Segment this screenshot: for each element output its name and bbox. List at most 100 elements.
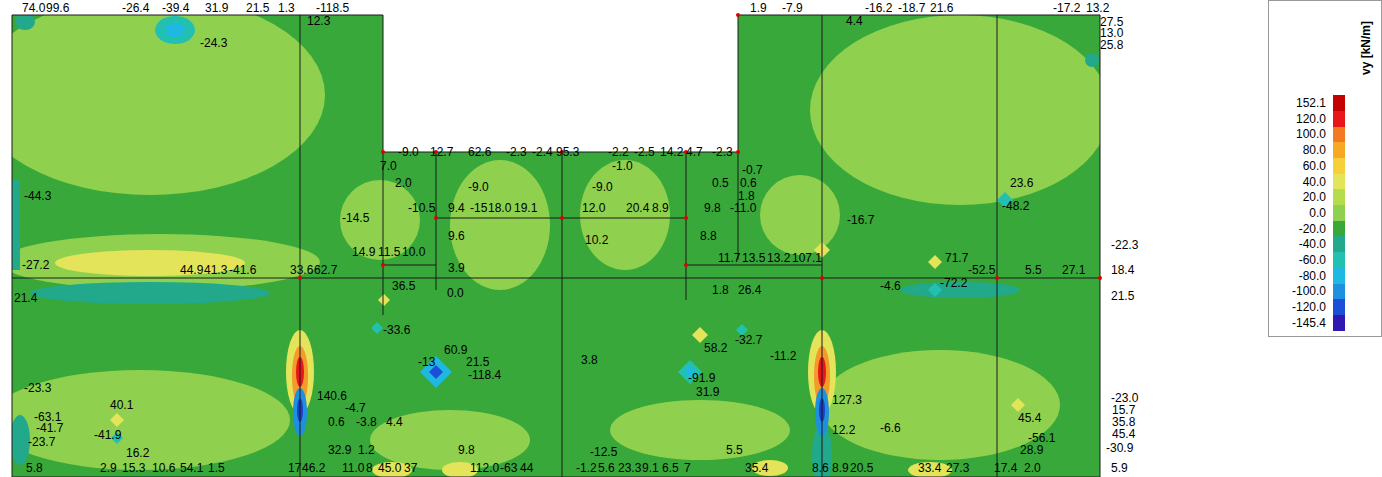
value-label: 4.4 [386, 415, 403, 429]
legend-value: -60.0 [1276, 253, 1326, 267]
value-label: 14.2 [660, 145, 683, 159]
legend-value: 120.0 [1276, 112, 1326, 126]
contour-band [908, 462, 952, 477]
value-label: 31.9 [205, 1, 228, 15]
value-label: -6.6 [880, 421, 901, 435]
value-label: 0.6 [328, 415, 345, 429]
value-label: -1.2 [576, 461, 597, 475]
value-label: -41.9 [94, 428, 121, 442]
value-label: 4.7 [686, 145, 703, 159]
value-label: -10.5 [408, 201, 435, 215]
value-label: 44.9 [180, 263, 203, 277]
value-label: 1.8 [712, 283, 729, 297]
legend-value: -100.0 [1276, 284, 1326, 298]
contour-peak [928, 283, 942, 297]
value-label: -7.9 [782, 1, 803, 15]
value-label: -9.0 [468, 180, 489, 194]
value-label: 21.5 [466, 355, 489, 369]
value-label: 40.1 [110, 398, 133, 412]
value-label: -12.5 [590, 445, 617, 459]
legend-title: vy [kN/m] [1359, 21, 1373, 75]
value-label: -18.7 [898, 1, 925, 15]
contour-peak [1011, 398, 1025, 412]
value-label: -4.6 [880, 279, 901, 293]
legend-swatch [1333, 189, 1345, 205]
value-label: -56.1 [1028, 431, 1055, 445]
value-label: 1.9 [750, 1, 767, 15]
value-label: 17.4 [994, 461, 1017, 475]
legend-value: 60.0 [1276, 159, 1326, 173]
contour-band [610, 400, 790, 460]
value-label: -30.9 [1106, 441, 1133, 455]
value-label: -16.7 [847, 213, 874, 227]
value-label: 8 [366, 461, 373, 475]
value-label: -9.0 [398, 145, 419, 159]
value-label: 0.5 [712, 176, 729, 190]
value-label: -2.4 [532, 145, 553, 159]
value-label: 10.0 [402, 245, 425, 259]
contour-peak [378, 294, 390, 306]
value-label: 14.9 [352, 245, 375, 259]
value-label: 1.3 [278, 1, 295, 15]
value-label: 28.9 [1020, 443, 1043, 457]
value-label: 36.5 [392, 279, 415, 293]
legend-value: -120.0 [1276, 300, 1326, 314]
value-label: -11.2 [770, 349, 796, 363]
value-label: 23.6 [1010, 176, 1033, 190]
value-label: 13.2 [767, 251, 790, 265]
value-label: 35.4 [745, 461, 768, 475]
value-label: 9.1 [642, 461, 659, 475]
contour-peak [165, 23, 185, 37]
value-label: -22.3 [1111, 238, 1138, 252]
value-label: 9.4 [448, 201, 465, 215]
contour-peak [110, 413, 124, 427]
contour-band [580, 160, 670, 270]
value-label: 0.0 [447, 286, 464, 300]
value-label: -2.5 [634, 145, 655, 159]
value-label: -72.2 [940, 276, 967, 290]
legend-swatch [1333, 236, 1345, 252]
legend-value: 20.0 [1276, 190, 1326, 204]
contour-band [10, 415, 30, 465]
wall-line [383, 152, 384, 315]
legend-swatch [1333, 284, 1345, 300]
value-label: 18.0 [488, 201, 511, 215]
legend-swatch [1333, 299, 1345, 315]
value-label: 45.4 [1112, 427, 1135, 441]
value-label: 13.0 [1100, 26, 1123, 40]
legend-value: -40.0 [1276, 237, 1326, 251]
value-label: 62.7 [314, 263, 337, 277]
value-label: 32.9 [328, 443, 351, 457]
contour-band [810, 15, 1110, 205]
contour-band [760, 175, 840, 255]
value-label: -14.5 [342, 211, 369, 225]
legend-swatch [1333, 95, 1345, 111]
value-label: -0.7 [742, 163, 763, 177]
value-label: -2.3 [712, 145, 733, 159]
value-label: 5.5 [1025, 263, 1042, 277]
value-label: -17.2 [1053, 1, 1080, 15]
contour-band [0, 370, 290, 470]
value-label: -3.8 [356, 415, 377, 429]
wall-line [12, 278, 1100, 279]
legend-value: 152.1 [1276, 96, 1326, 110]
value-label: 4.4 [846, 14, 863, 28]
value-label: -32.7 [735, 333, 762, 347]
legend-swatch [1333, 127, 1345, 143]
value-label: -27.2 [22, 258, 49, 272]
legend-value: -145.4 [1276, 316, 1326, 330]
legend-value: 100.0 [1276, 127, 1326, 141]
legend-value: -80.0 [1276, 269, 1326, 283]
value-label: 11.5 [378, 245, 400, 259]
value-label: 37 [404, 461, 417, 475]
value-label: -2.3 [506, 145, 527, 159]
value-label: 54.1 [180, 461, 203, 475]
value-label: 5.8 [26, 461, 43, 475]
contour-peak [15, 14, 35, 30]
node-dot [820, 276, 824, 280]
contour-band [820, 350, 1060, 460]
node-dot [1098, 276, 1102, 280]
wall-line [997, 15, 998, 477]
